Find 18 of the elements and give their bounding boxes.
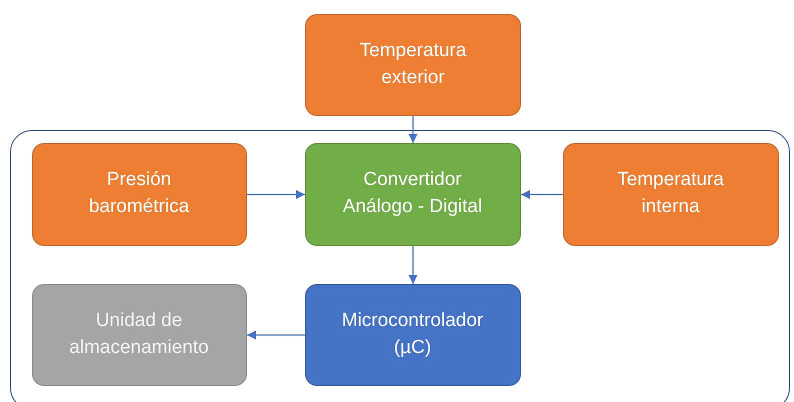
box-label: Convertidor Análogo - Digital (342, 168, 484, 219)
sensor-box (562, 142, 778, 246)
storage-box (32, 284, 246, 386)
arrow (408, 116, 418, 143)
arrow (408, 246, 418, 284)
converter-box (304, 142, 520, 246)
arrow (247, 190, 305, 200)
arrow (521, 190, 563, 200)
box-label: Presión barométrica (88, 168, 190, 219)
box-label: Temperatura exterior (358, 39, 468, 90)
sensor-box (305, 14, 521, 116)
box-label: Unidad de almacenamiento (68, 308, 210, 360)
box-label: Microcontrolador (µC) (340, 308, 484, 360)
arrow (247, 330, 305, 340)
container-frame (10, 130, 790, 402)
sensor-box (32, 142, 246, 246)
controller-box (304, 284, 520, 386)
box-label: Temperatura interna (616, 168, 725, 219)
